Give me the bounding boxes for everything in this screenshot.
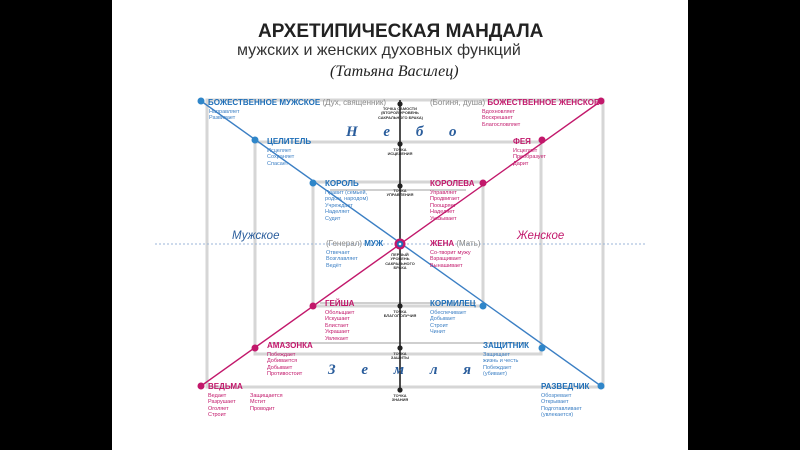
male-side-label: Мужское	[232, 230, 280, 242]
feminine-dot	[538, 136, 546, 144]
archetype-witch: ВЕДЬМА	[208, 382, 243, 391]
earth-label: З е м л я	[328, 362, 482, 378]
feminine-dot	[197, 382, 205, 390]
archetype-healer: ЦЕЛИТЕЛЬ	[267, 137, 312, 146]
archetype-divine-feminine: (Богиня, душа) БОЖЕСТВЕННОЕ ЖЕНСКОЕ	[430, 98, 600, 107]
page-subtitle: мужских и женских духовных функций	[237, 42, 521, 59]
masculine-dot	[309, 179, 317, 187]
archetype-husband: (Генерал) МУЖ	[326, 239, 384, 248]
masculine-dot	[479, 302, 487, 310]
female-side-label: Женское	[517, 230, 565, 242]
archetype-defender: ЗАЩИТНИК	[483, 341, 529, 350]
feminine-dot	[597, 97, 605, 105]
feminine-dot	[251, 344, 259, 352]
feminine-dot	[309, 302, 317, 310]
archetype-wife: ЖЕНА (Мать)	[430, 239, 481, 248]
archetype-scout: РАЗВЕДЧИК	[541, 382, 590, 391]
axis-point	[397, 183, 403, 189]
feminine-dot	[479, 179, 487, 187]
archetype-queen: КОРОЛЕВА	[430, 179, 475, 188]
archetype-fairy: ФЕЯ	[513, 137, 531, 146]
author: (Татьяна Василец)	[330, 63, 459, 80]
axis-point	[397, 141, 403, 147]
page-title: АРХЕТИПИЧЕСКАЯ МАНДАЛА	[258, 21, 544, 42]
middle-frame	[253, 140, 543, 356]
archetype-divine-masculine: БОЖЕСТВЕННОЕ МУЖСКОЕ (Дух, священник)	[208, 98, 387, 107]
masculine-dot	[597, 382, 605, 390]
masculine-dot	[251, 136, 259, 144]
masculine-dot	[538, 344, 546, 352]
axis-point	[397, 101, 403, 107]
archetype-breadwinner: КОРМИЛЕЦ	[430, 299, 476, 308]
masculine-dot	[197, 97, 205, 105]
archetype-geisha: ГЕЙША	[325, 299, 355, 308]
archetype-amazon: АМАЗОНКА	[267, 341, 313, 350]
axis-point	[397, 345, 403, 351]
sky-label: Н е б о	[346, 124, 468, 140]
axis-point	[397, 387, 403, 393]
axis-point	[397, 303, 403, 309]
archetype-king: КОРОЛЬ	[325, 179, 359, 188]
